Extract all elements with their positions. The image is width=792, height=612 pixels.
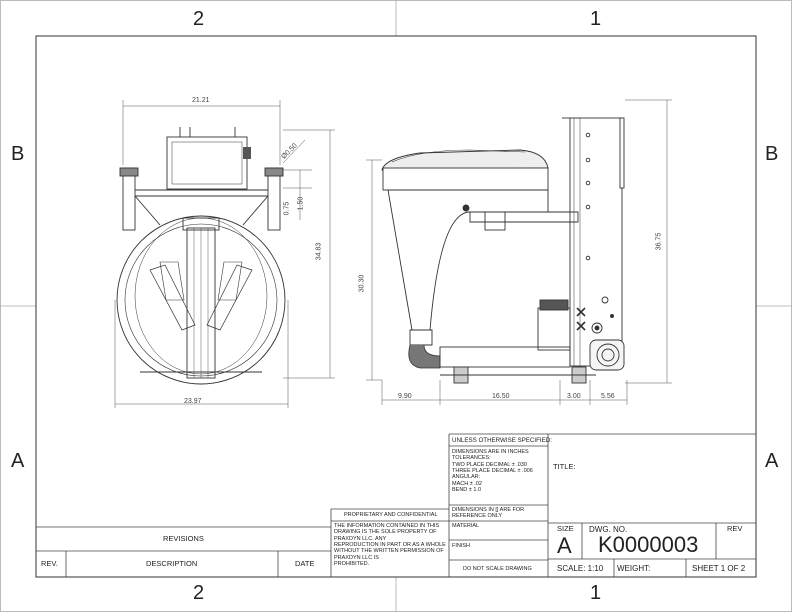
dim-side-w1: 9.90 bbox=[398, 393, 412, 400]
size-label: SIZE bbox=[557, 524, 574, 533]
revisions-title: REVISIONS bbox=[163, 534, 204, 543]
zone-col-left-bottom: 2 bbox=[193, 582, 205, 604]
title-block-grid bbox=[36, 433, 756, 577]
finish-label: FINISH bbox=[452, 543, 471, 549]
proprietary-body: THE INFORMATION CONTAINED IN THIS DRAWIN… bbox=[334, 523, 446, 567]
sheet-text: SHEET 1 OF 2 bbox=[692, 564, 746, 573]
zone-col-left-top: 2 bbox=[193, 8, 205, 30]
revisions-col-rev: REV. bbox=[41, 559, 58, 568]
zone-col-right-top: 1 bbox=[590, 8, 602, 30]
dwg-no-label: DWG. NO. bbox=[589, 525, 628, 534]
side-view bbox=[381, 117, 625, 384]
revisions-col-date: DATE bbox=[295, 559, 315, 568]
dim-side-height-total: 36.75 bbox=[655, 232, 663, 251]
material-label: MATERIAL bbox=[452, 523, 480, 529]
dim-side-w4: 5.56 bbox=[601, 393, 615, 400]
zone-row-bottom-left: A bbox=[11, 450, 25, 472]
proprietary-title: PROPRIETARY AND CONFIDENTIAL bbox=[344, 512, 438, 518]
title-label: TITLE: bbox=[553, 462, 576, 471]
side-view-dimensions bbox=[366, 99, 672, 405]
dim-offset-b: 1.50 bbox=[297, 196, 305, 211]
front-view bbox=[116, 127, 286, 385]
zone-row-top-right: B bbox=[765, 143, 779, 165]
zone-col-right-bottom: 1 bbox=[590, 582, 602, 604]
dim-side-w3: 3.00 bbox=[567, 393, 581, 400]
zone-row-bottom-right: A bbox=[765, 450, 779, 472]
rev-label: REV bbox=[727, 524, 743, 533]
dim-front-width-bottom: 23.97 bbox=[184, 398, 202, 405]
dim-front-height: 34.83 bbox=[315, 242, 323, 261]
size-value: A bbox=[557, 533, 572, 558]
weight-label: WEIGHT: bbox=[617, 564, 651, 573]
zone-row-top-left: B bbox=[11, 143, 25, 165]
revisions-col-description: DESCRIPTION bbox=[146, 559, 198, 568]
dwg-no-value: K0000003 bbox=[598, 532, 699, 557]
dim-side-w2: 16.50 bbox=[492, 393, 510, 400]
drawing-frame bbox=[35, 35, 757, 578]
scale-text: SCALE: 1:10 bbox=[557, 564, 604, 573]
dim-side-height-body: 30.30 bbox=[358, 274, 366, 293]
no-scale-note: DO NOT SCALE DRAWING bbox=[463, 566, 532, 572]
front-view-dimensions bbox=[114, 100, 335, 408]
tolerance-header: UNLESS OTHERWISE SPECIFIED: bbox=[452, 437, 552, 444]
tolerance-body: DIMENSIONS ARE IN INCHES TOLERANCES: TWO… bbox=[452, 449, 533, 493]
dim-front-width-top: 21.21 bbox=[192, 97, 210, 104]
dim-offset-a: 0.75 bbox=[283, 201, 291, 216]
tolerance-brackets: DIMENSIONS IN [] ARE FOR REFERENCE ONLY bbox=[452, 507, 525, 520]
